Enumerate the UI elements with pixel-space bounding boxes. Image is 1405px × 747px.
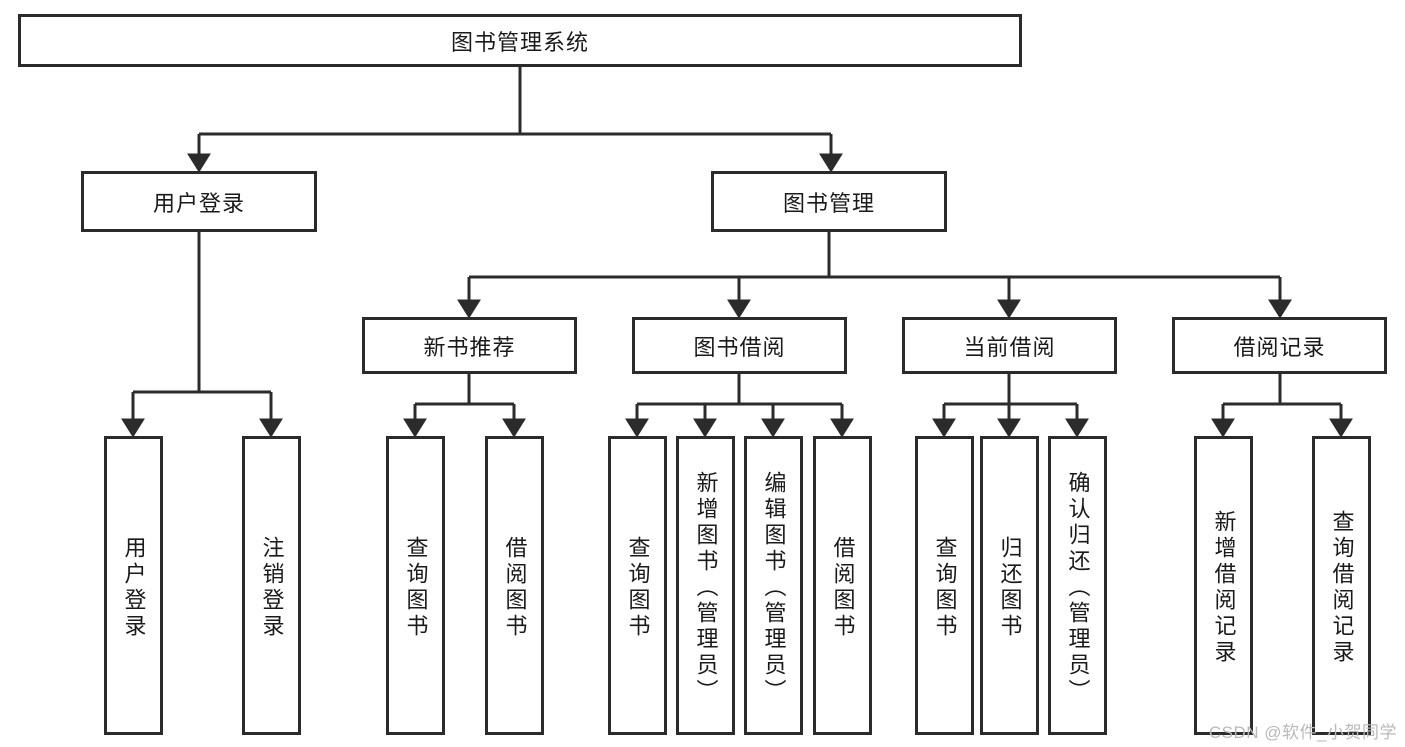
node-root[interactable]: 图书管理系统 [18, 14, 1022, 67]
leaf-user-login-logout[interactable]: 注销登录 [242, 436, 301, 735]
watermark-text: CSDN @软件_小贺同学 [1208, 723, 1397, 742]
leaf-current-return-book[interactable]: 归还图书 [980, 436, 1039, 735]
node-book-management-label: 图书管理 [782, 190, 875, 216]
leaf-label: 归还图书 [997, 535, 1023, 640]
leaf-records-add-record[interactable]: 新增借阅记录 [1194, 436, 1253, 735]
node-new-book-recommend[interactable]: 新书推荐 [362, 317, 577, 374]
node-current-borrow[interactable]: 当前借阅 [902, 317, 1117, 374]
leaf-user-login-login[interactable]: 用户登录 [104, 436, 163, 735]
leaf-label: 新增借阅记录 [1211, 509, 1237, 666]
leaf-label: 查询图书 [403, 535, 429, 640]
leaf-borrow-borrow-book[interactable]: 借阅图书 [813, 436, 872, 735]
leaf-label: 注销登录 [259, 535, 285, 640]
leaf-label: 借阅图书 [502, 535, 528, 640]
node-user-login-label: 用户登录 [152, 190, 245, 216]
node-book-borrow[interactable]: 图书借阅 [632, 317, 847, 374]
leaf-new-book-query-book[interactable]: 查询图书 [386, 436, 445, 735]
node-borrow-records-label: 借阅记录 [1233, 334, 1326, 360]
leaf-label: 借阅图书 [830, 535, 856, 640]
leaf-label: 查询图书 [625, 535, 651, 640]
leaf-label: 查询借阅记录 [1329, 509, 1355, 666]
node-borrow-records[interactable]: 借阅记录 [1172, 317, 1387, 374]
leaf-label: 编辑图书（管理员） [761, 470, 787, 705]
leaf-label: 确认归还（管理员） [1065, 470, 1091, 705]
leaf-borrow-add-book-admin[interactable]: 新增图书（管理员） [676, 436, 735, 735]
node-root-label: 图书管理系统 [450, 29, 589, 55]
leaf-current-query-book[interactable]: 查询图书 [915, 436, 974, 735]
leaf-label: 新增图书（管理员） [693, 470, 719, 705]
leaf-label: 用户登录 [121, 535, 147, 640]
leaf-records-query-record[interactable]: 查询借阅记录 [1312, 436, 1371, 735]
node-current-borrow-label: 当前借阅 [963, 334, 1056, 360]
node-user-login[interactable]: 用户登录 [81, 171, 317, 232]
leaf-current-confirm-return-admin[interactable]: 确认归还（管理员） [1048, 436, 1107, 735]
leaf-borrow-edit-book-admin[interactable]: 编辑图书（管理员） [744, 436, 803, 735]
node-book-borrow-label: 图书借阅 [693, 334, 786, 360]
leaf-label: 查询图书 [932, 535, 958, 640]
leaf-new-book-borrow-book[interactable]: 借阅图书 [485, 436, 544, 735]
node-book-management[interactable]: 图书管理 [711, 171, 947, 232]
leaf-borrow-query-book[interactable]: 查询图书 [608, 436, 667, 735]
node-new-book-recommend-label: 新书推荐 [423, 334, 516, 360]
